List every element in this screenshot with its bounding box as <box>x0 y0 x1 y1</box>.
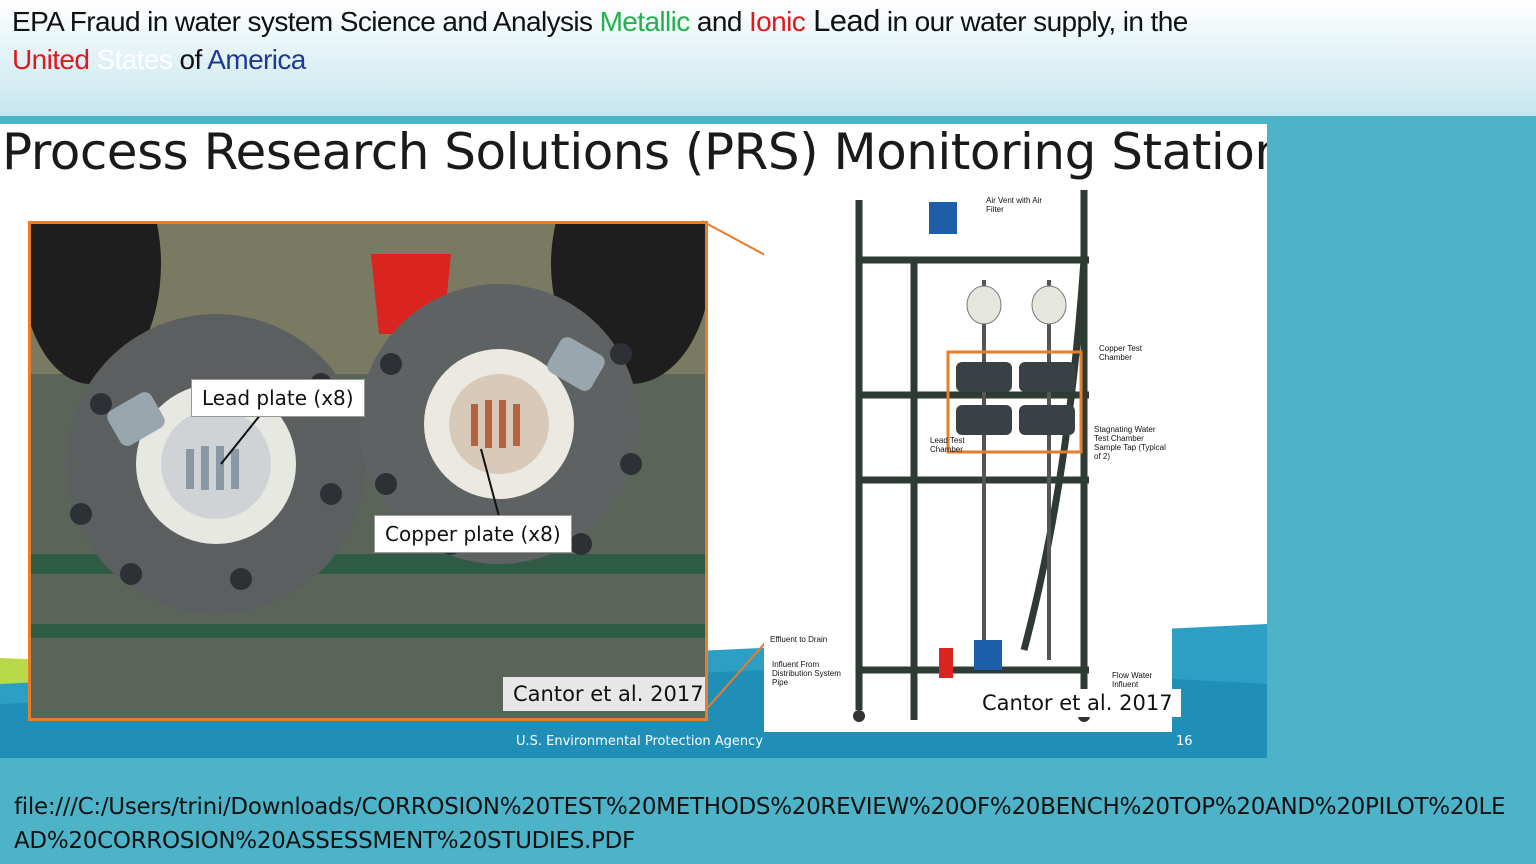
header-word-states: States <box>89 44 173 75</box>
header-word-of: of <box>172 44 208 75</box>
header-text-part2: in our water supply, in the <box>879 6 1188 37</box>
diagram-label-air-vent: Air Vent with Air Filter <box>986 196 1043 214</box>
diagram-label-influent: Influent From Distribution System Pipe <box>772 660 841 687</box>
station-diagram-drawing <box>853 190 1090 722</box>
footer-page-number: 16 <box>1176 734 1193 749</box>
header-title: EPA Fraud in water system Science and An… <box>12 2 1512 79</box>
header-word-united: United <box>12 44 90 75</box>
diagram-citation: Cantor et al. 2017 <box>974 689 1181 717</box>
header-word-lead: Lead <box>805 3 880 38</box>
header-banner: EPA Fraud in water system Science and An… <box>0 0 1536 116</box>
header-text-part1: EPA Fraud in water system Science and An… <box>12 6 600 37</box>
header-word-and: and <box>689 6 749 37</box>
slide: Process Research Solutions (PRS) Monitor… <box>0 124 1267 758</box>
diagram-label-lead-chamber: Lead Test Chamber <box>930 436 965 454</box>
photo-illustration <box>31 224 705 718</box>
file-path-caption: file:///C:/Users/trini/Downloads/CORROSI… <box>14 794 1506 854</box>
photo-citation: Cantor et al. 2017 <box>503 677 705 711</box>
header-word-ionic: Ionic <box>748 6 806 37</box>
diagram-label-copper-chamber: Copper Test Chamber <box>1099 344 1142 362</box>
header-word-america: America <box>207 44 306 75</box>
diagram-label-stagnating: Stagnating Water Test Chamber Sample Tap… <box>1094 425 1166 461</box>
header-word-metallic: Metallic <box>599 6 691 37</box>
copper-plate-callout: Copper plate (x8) <box>374 515 572 553</box>
slide-title: Process Research Solutions (PRS) Monitor… <box>2 124 1267 181</box>
station-photo: Lead plate (x8) Copper plate (x8) Cantor… <box>28 221 708 721</box>
footer-agency: U.S. Environmental Protection Agency <box>516 734 764 749</box>
diagram-label-effluent: Effluent to Drain <box>770 635 828 644</box>
lead-plate-callout: Lead plate (x8) <box>191 379 365 417</box>
station-diagram: Air Vent with Air Filter Copper Test Cha… <box>764 180 1181 732</box>
